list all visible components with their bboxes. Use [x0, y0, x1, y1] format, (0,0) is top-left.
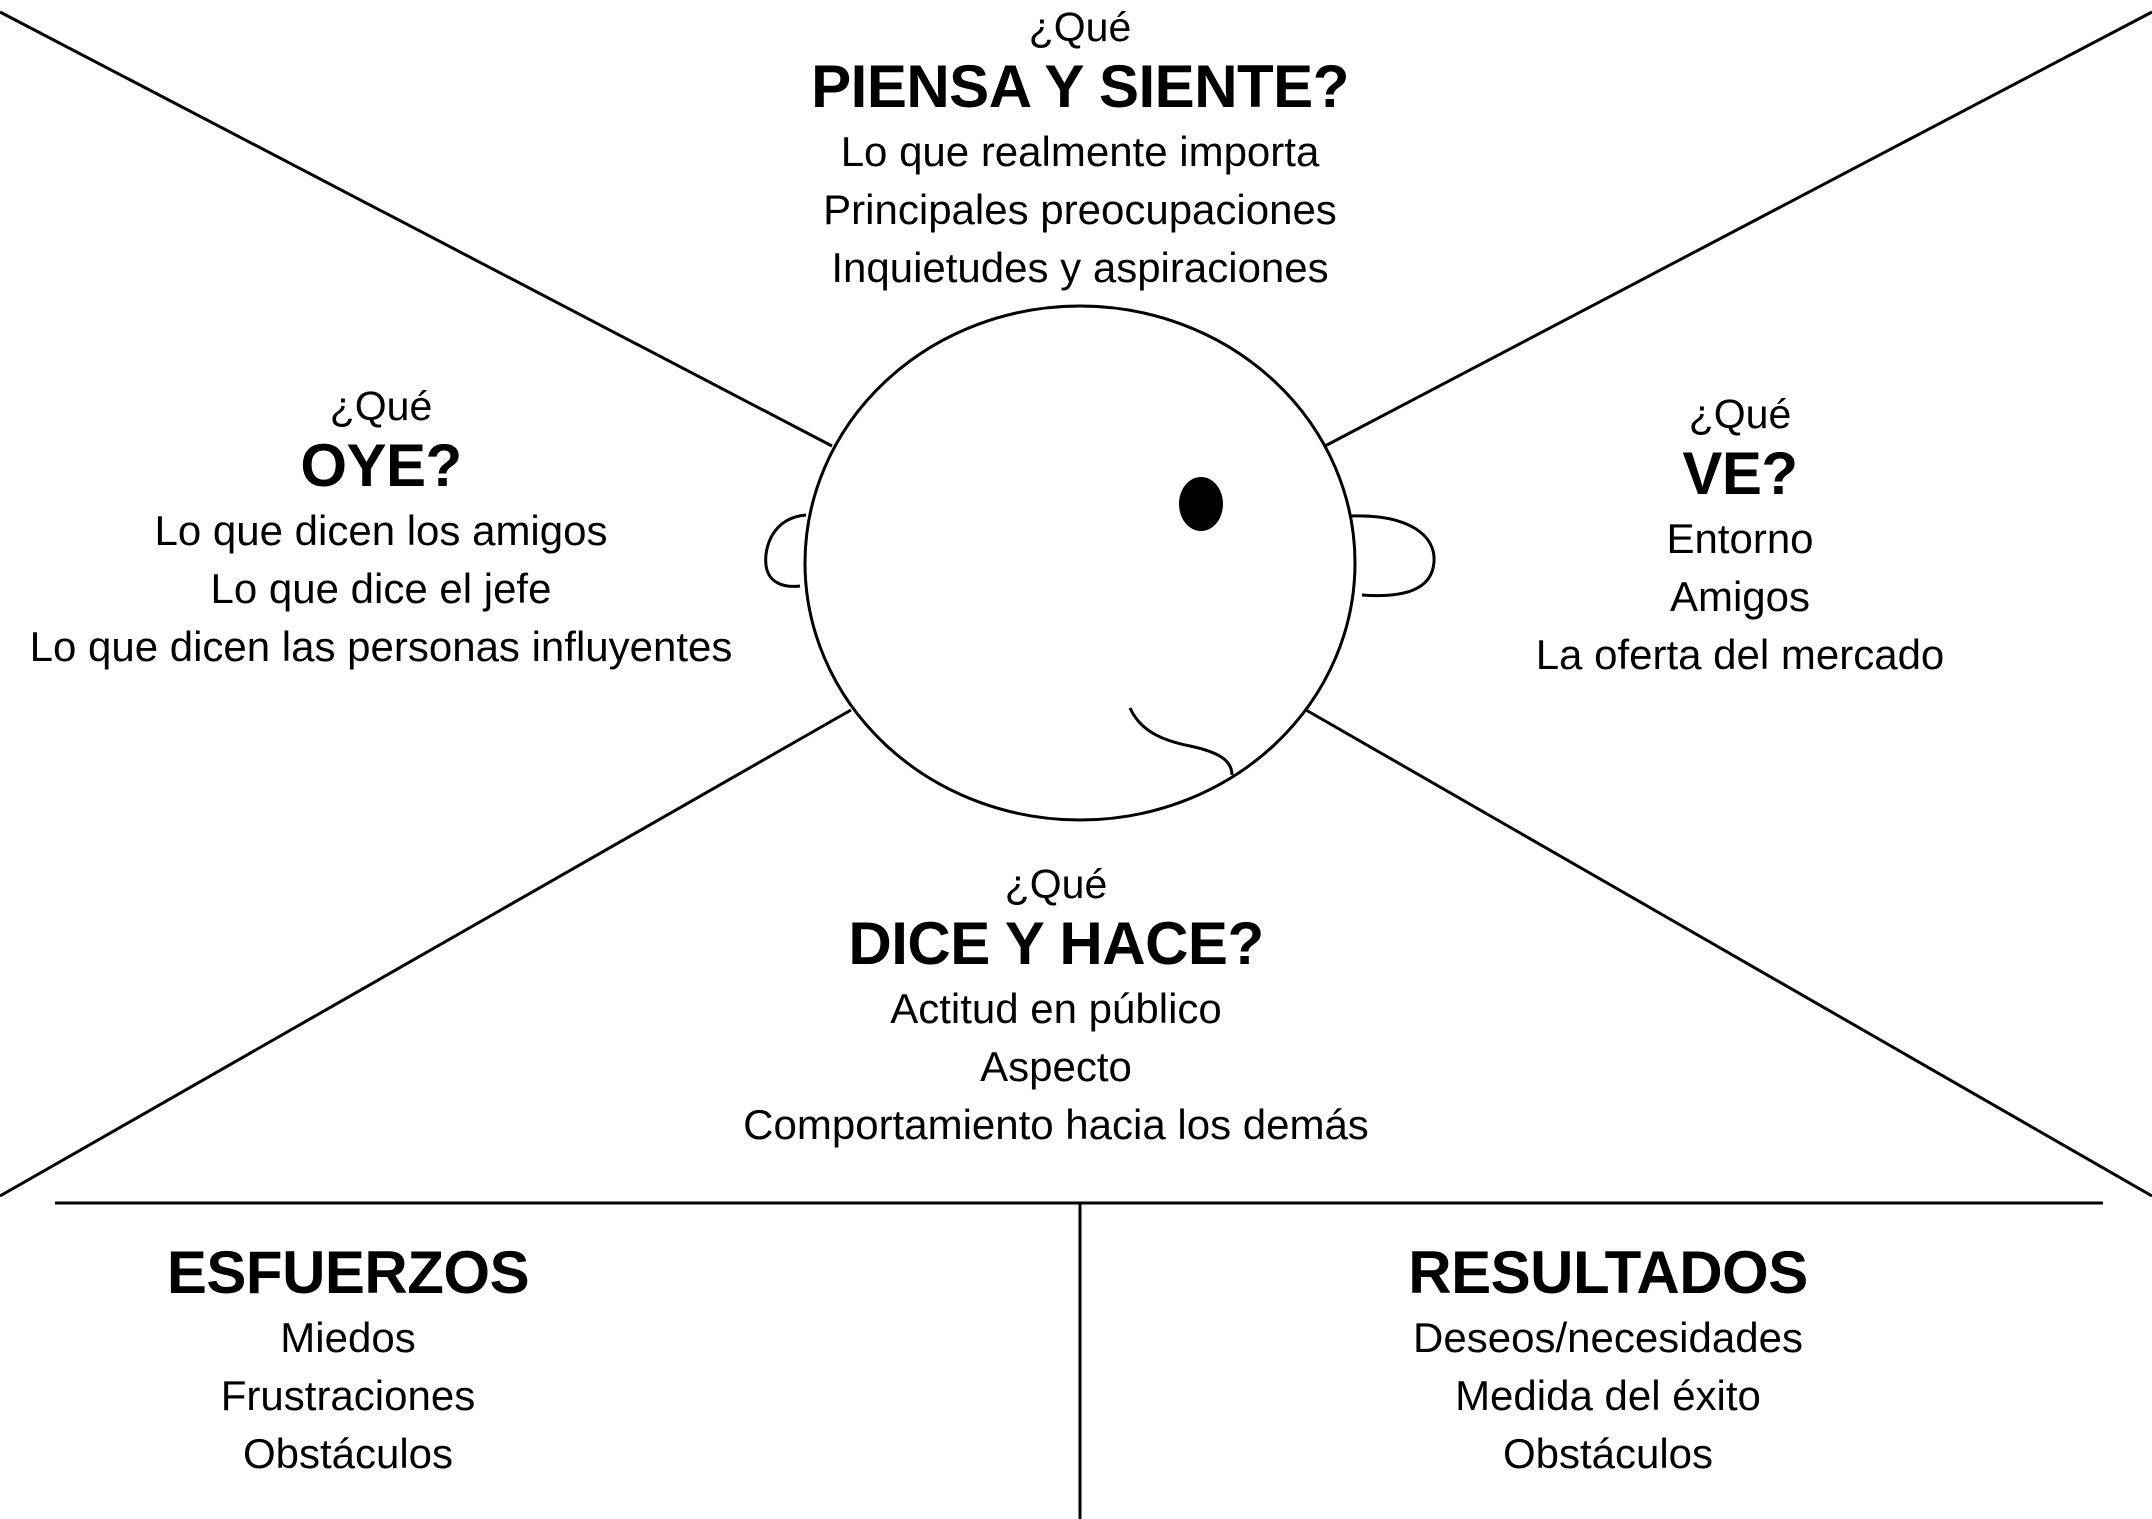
eye	[1179, 477, 1223, 531]
ve-question: ¿Qué	[1688, 391, 1792, 437]
ve-line: Amigos	[1669, 573, 1811, 620]
section-piensa: ¿Qué PIENSA Y SIENTE? Lo que realmente i…	[730, 3, 1430, 297]
ve-heading: VE?	[1682, 440, 1798, 507]
section-dice: ¿Qué DICE Y HACE? Actitud en público Asp…	[656, 860, 1456, 1154]
resultados-line: Medida del éxito	[1455, 1372, 1761, 1419]
piensa-line: Inquietudes y aspiraciones	[831, 244, 1329, 291]
dice-line: Aspecto	[980, 1043, 1132, 1090]
piensa-line: Lo que realmente importa	[840, 128, 1320, 175]
esfuerzos-line: Obstáculos	[242, 1430, 454, 1477]
oye-question: ¿Qué	[329, 383, 433, 429]
left-ear	[764, 513, 807, 588]
resultados-line: Deseos/necesidades	[1413, 1314, 1803, 1361]
divider-top-left	[0, 10, 833, 448]
ve-line: Entorno	[1666, 515, 1814, 562]
esfuerzos-line: Miedos	[280, 1314, 416, 1361]
piensa-question: ¿Qué	[1028, 4, 1132, 50]
oye-heading: OYE?	[300, 432, 462, 499]
section-resultados: RESULTADOS Deseos/necesidades Medida del…	[1358, 1237, 1858, 1483]
oye-line: Lo que dice el jefe	[210, 565, 552, 612]
resultados-line: Obstáculos	[1502, 1430, 1714, 1477]
divider-bottom-right	[1305, 708, 2152, 1198]
head-circle	[803, 304, 1357, 822]
esfuerzos-heading: ESFUERZOS	[166, 1239, 530, 1306]
section-ve: ¿Qué VE? Entorno Amigos La oferta del me…	[1480, 390, 2000, 684]
dice-line: Actitud en público	[890, 985, 1222, 1032]
piensa-heading: PIENSA Y SIENTE?	[811, 53, 1349, 120]
dice-line: Comportamiento hacia los demás	[743, 1101, 1369, 1148]
section-esfuerzos: ESFUERZOS Miedos Frustraciones Obstáculo…	[98, 1237, 598, 1483]
dice-question: ¿Qué	[1004, 861, 1108, 907]
esfuerzos-line: Frustraciones	[220, 1372, 476, 1419]
resultados-heading: RESULTADOS	[1408, 1239, 1808, 1306]
piensa-line: Principales preocupaciones	[823, 186, 1337, 233]
mouth	[1128, 707, 1234, 776]
oye-line: Lo que dicen las personas influyentes	[29, 623, 733, 670]
divider-top-right	[1324, 10, 2152, 448]
oye-line: Lo que dicen los amigos	[154, 507, 608, 554]
ve-line: La oferta del mercado	[1535, 631, 1945, 678]
right-ear	[1349, 514, 1436, 598]
section-oye: ¿Qué OYE? Lo que dicen los amigos Lo que…	[0, 382, 762, 676]
divider-bottom-left	[0, 708, 852, 1198]
dice-heading: DICE Y HACE?	[848, 910, 1264, 977]
head-icon	[764, 304, 1436, 822]
